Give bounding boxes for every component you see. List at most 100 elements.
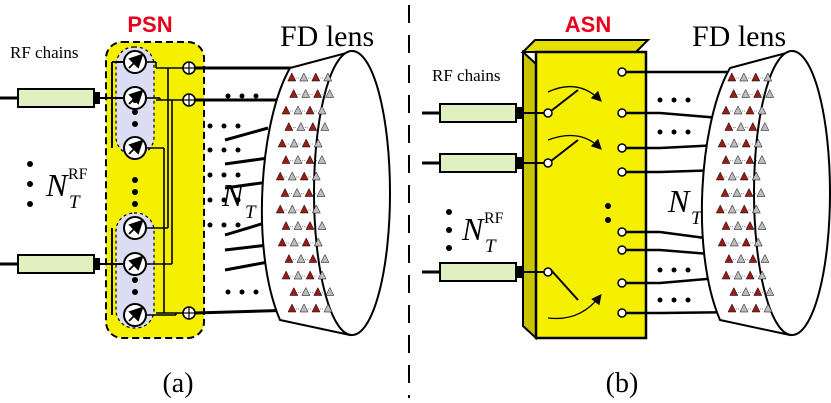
antenna-element bbox=[763, 72, 773, 82]
switch-arrow bbox=[547, 85, 602, 102]
antenna-element bbox=[736, 121, 746, 131]
fd-lens-a bbox=[260, 50, 391, 337]
switch-terminal bbox=[617, 167, 627, 177]
nt-subscript-b: T bbox=[691, 208, 703, 229]
dots bbox=[685, 267, 691, 273]
antenna-element bbox=[741, 138, 751, 148]
lens-face bbox=[313, 50, 391, 336]
switch-terminal bbox=[617, 245, 627, 255]
antenna-element bbox=[727, 171, 737, 181]
switch-terminal bbox=[617, 108, 627, 118]
antenna-element bbox=[313, 138, 323, 148]
antenna-element bbox=[715, 204, 725, 214]
antenna-feed bbox=[224, 126, 269, 142]
antenna-element bbox=[296, 253, 306, 263]
antenna-element bbox=[751, 303, 761, 313]
dots bbox=[207, 123, 213, 129]
switch-terminal bbox=[617, 143, 627, 153]
antenna-element bbox=[320, 253, 330, 263]
antenna-element bbox=[729, 286, 739, 296]
antenna-element bbox=[751, 72, 761, 82]
nrf-subscript-b: T bbox=[485, 236, 497, 257]
dots bbox=[207, 222, 213, 228]
asn-box-side bbox=[522, 49, 537, 341]
antenna-element bbox=[281, 220, 291, 230]
switch-pole bbox=[543, 108, 553, 118]
dots bbox=[685, 297, 691, 303]
antenna-element bbox=[323, 72, 333, 82]
antenna-feed bbox=[659, 111, 721, 120]
antenna-element bbox=[311, 204, 321, 214]
antenna-element bbox=[293, 270, 303, 280]
antenna-element bbox=[308, 121, 318, 131]
switch-blade bbox=[550, 139, 579, 162]
antenna-element bbox=[323, 303, 333, 313]
antenna-element bbox=[765, 286, 775, 296]
antenna-element bbox=[760, 121, 770, 131]
antenna-element bbox=[304, 187, 314, 197]
rf-chain-connector bbox=[516, 266, 522, 278]
antenna-element bbox=[717, 237, 727, 247]
lens-face bbox=[753, 50, 831, 336]
antenna-element bbox=[745, 105, 755, 115]
antenna-element bbox=[733, 154, 743, 164]
switch-blade bbox=[550, 89, 579, 112]
rf-chain-block bbox=[439, 153, 517, 173]
antenna-element bbox=[281, 105, 291, 115]
caption-a: (a) bbox=[162, 368, 193, 399]
dots bbox=[253, 93, 259, 99]
switch-terminal bbox=[617, 227, 627, 237]
antenna-element bbox=[715, 171, 725, 181]
antenna-element bbox=[301, 286, 311, 296]
dots bbox=[239, 289, 245, 295]
antenna-element bbox=[289, 286, 299, 296]
antenna-element bbox=[727, 303, 737, 313]
antenna-element bbox=[753, 286, 763, 296]
switch-arrow bbox=[547, 134, 602, 150]
dots bbox=[207, 147, 213, 153]
panel-a: PSN FD lens RF chains N T RF N T (a) bbox=[0, 12, 391, 399]
psn-label: PSN bbox=[127, 12, 172, 37]
switch-pole bbox=[543, 267, 553, 277]
antenna-element bbox=[313, 88, 323, 98]
antenna-element bbox=[720, 187, 730, 197]
antenna-element bbox=[748, 121, 758, 131]
antenna-element bbox=[733, 105, 743, 115]
rf-chain-block bbox=[17, 88, 95, 108]
antenna-element bbox=[287, 171, 297, 181]
antenna-element bbox=[741, 286, 751, 296]
antenna-element bbox=[299, 171, 309, 181]
dots bbox=[225, 289, 231, 295]
antenna-element bbox=[745, 220, 755, 230]
antenna-element bbox=[299, 72, 309, 82]
asn-label: ASN bbox=[565, 12, 611, 37]
antenna-element bbox=[305, 270, 315, 280]
antenna-element bbox=[317, 220, 327, 230]
antenna-element bbox=[729, 138, 739, 148]
antenna-element bbox=[287, 303, 297, 313]
antenna-element bbox=[293, 105, 303, 115]
nrf-superscript-a: RF bbox=[68, 166, 88, 183]
antenna-element bbox=[275, 171, 285, 181]
antenna-element bbox=[717, 138, 727, 148]
antenna-element bbox=[727, 72, 737, 82]
antenna-element bbox=[757, 220, 767, 230]
antenna-element bbox=[733, 220, 743, 230]
antenna-element bbox=[277, 138, 287, 148]
fd-lens-b bbox=[700, 50, 831, 337]
antenna-element bbox=[729, 88, 739, 98]
antenna-element bbox=[317, 270, 327, 280]
dots bbox=[221, 222, 227, 228]
antenna-element bbox=[741, 237, 751, 247]
dots bbox=[235, 147, 241, 153]
asn-box-top bbox=[520, 39, 651, 53]
antenna-element bbox=[733, 270, 743, 280]
antenna-element bbox=[745, 270, 755, 280]
antenna-element bbox=[724, 121, 734, 131]
antenna-element bbox=[305, 220, 315, 230]
antenna-element bbox=[763, 303, 773, 313]
dots bbox=[221, 147, 227, 153]
antenna-element bbox=[765, 88, 775, 98]
caption-b: (b) bbox=[606, 368, 639, 399]
